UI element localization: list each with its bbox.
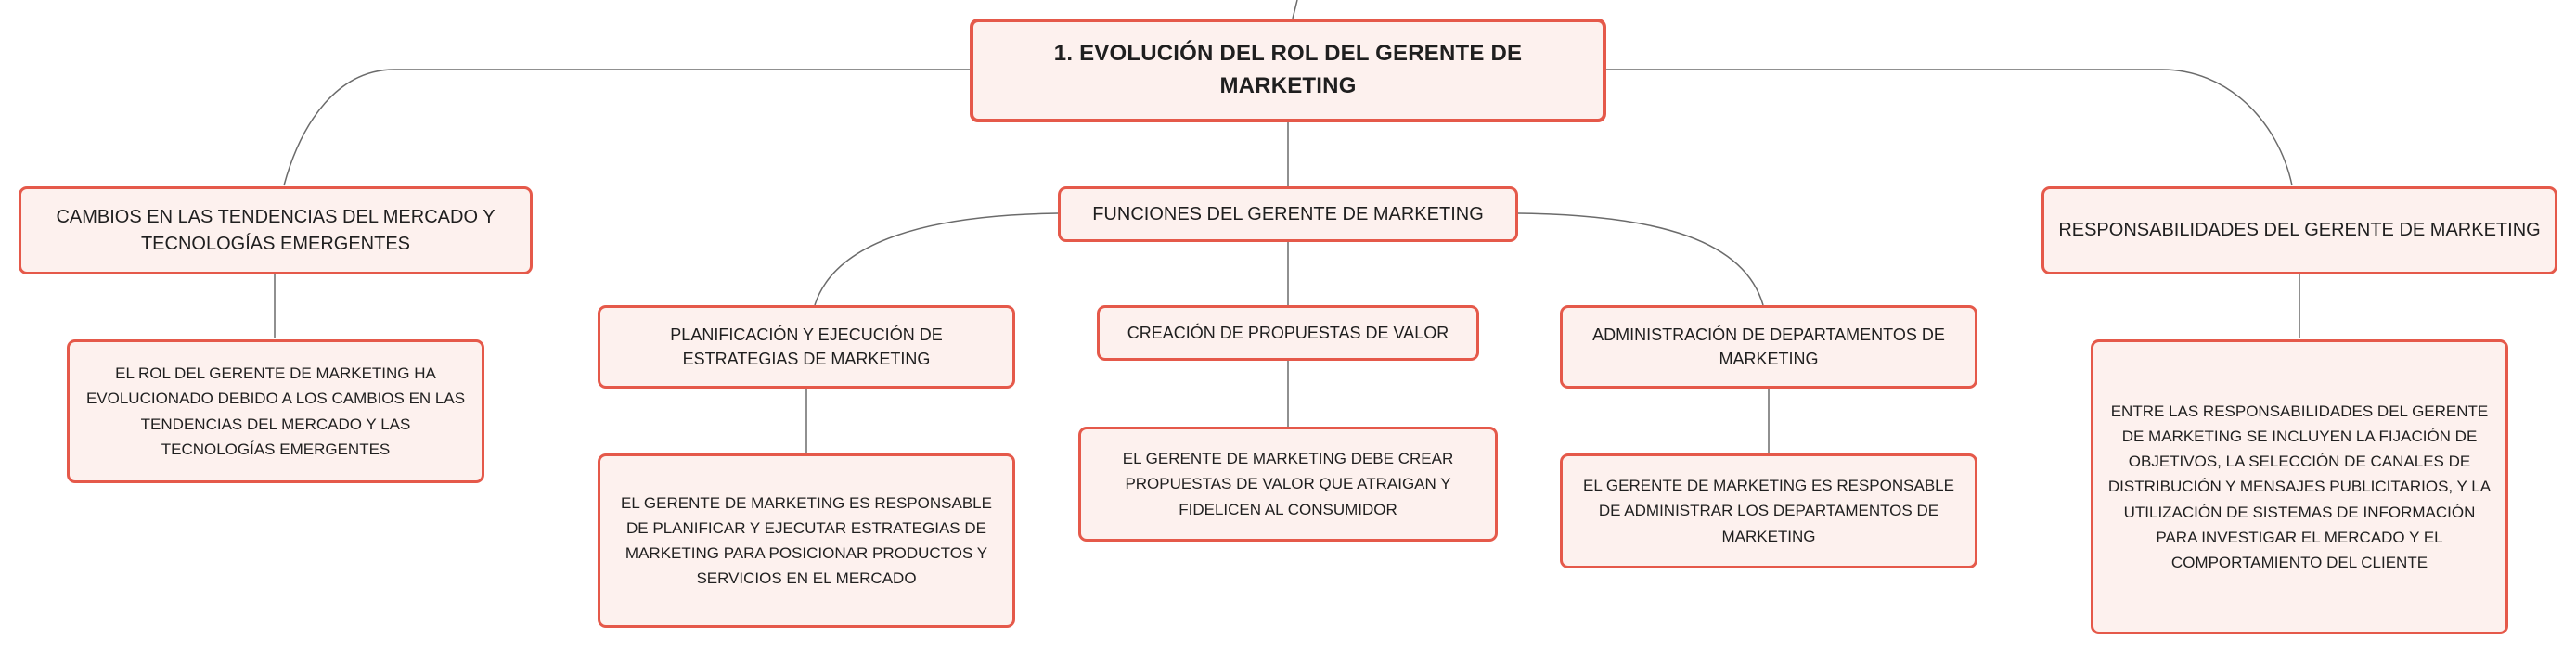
topic-functions-text: FUNCIONES DEL GERENTE DE MARKETING (1092, 203, 1484, 224)
detail-admin-text: EL GERENTE DE MARKETING ES RESPONSABLE D… (1583, 477, 1954, 545)
detail-market-trends-node[interactable]: EL ROL DEL GERENTE DE MARKETING HA EVOLU… (67, 339, 484, 483)
detail-planning-text: EL GERENTE DE MARKETING ES RESPONSABLE D… (621, 493, 992, 588)
topic-market-trends-node[interactable]: CAMBIOS EN LAS TENDENCIAS DEL MERCADO Y … (19, 186, 533, 274)
root-topic-text: 1. EVOLUCIÓN DEL ROL DEL GERENTE DE MARK… (1053, 41, 1523, 98)
detail-value-text: EL GERENTE DE MARKETING DEBE CREAR PROPU… (1122, 450, 1454, 518)
detail-market-trends-text: EL ROL DEL GERENTE DE MARKETING HA EVOLU… (85, 364, 466, 458)
connector-root-to-right (1606, 69, 2293, 186)
connector-parent-to-root (1292, 0, 1298, 19)
connector-center-to-admin (1517, 212, 1764, 306)
subtopic-planning-node[interactable]: PLANIFICACIÓN Y EJECUCIÓN DE ESTRATEGIAS… (598, 305, 1015, 389)
subtopic-value-node[interactable]: CREACIÓN DE PROPUESTAS DE VALOR (1097, 305, 1479, 361)
topic-functions-node[interactable]: FUNCIONES DEL GERENTE DE MARKETING (1058, 186, 1518, 242)
connector-root-to-left (283, 69, 970, 186)
detail-responsibilities-node[interactable]: ENTRE LAS RESPONSABILIDADES DEL GERENTE … (2091, 339, 2508, 634)
topic-responsibilities-text: RESPONSABILIDADES DEL GERENTE DE MARKETI… (2058, 220, 2541, 240)
topic-market-trends-text: CAMBIOS EN LAS TENDENCIAS DEL MERCADO Y … (56, 206, 496, 254)
topic-responsibilities-node[interactable]: RESPONSABILIDADES DEL GERENTE DE MARKETI… (2041, 186, 2557, 274)
subtopic-value-text: CREACIÓN DE PROPUESTAS DE VALOR (1127, 323, 1449, 342)
detail-value-node[interactable]: EL GERENTE DE MARKETING DEBE CREAR PROPU… (1078, 427, 1498, 542)
root-topic-node[interactable]: 1. EVOLUCIÓN DEL ROL DEL GERENTE DE MARK… (970, 19, 1606, 122)
connector-center-to-planning (814, 212, 1059, 306)
subtopic-planning-text: PLANIFICACIÓN Y EJECUCIÓN DE ESTRATEGIAS… (670, 325, 943, 368)
subtopic-admin-text: ADMINISTRACIÓN DE DEPARTAMENTOS DE MARKE… (1592, 325, 1945, 368)
detail-planning-node[interactable]: EL GERENTE DE MARKETING ES RESPONSABLE D… (598, 453, 1015, 628)
subtopic-admin-node[interactable]: ADMINISTRACIÓN DE DEPARTAMENTOS DE MARKE… (1560, 305, 1977, 389)
detail-responsibilities-text: ENTRE LAS RESPONSABILIDADES DEL GERENTE … (2107, 402, 2492, 571)
detail-admin-node[interactable]: EL GERENTE DE MARKETING ES RESPONSABLE D… (1560, 453, 1977, 568)
